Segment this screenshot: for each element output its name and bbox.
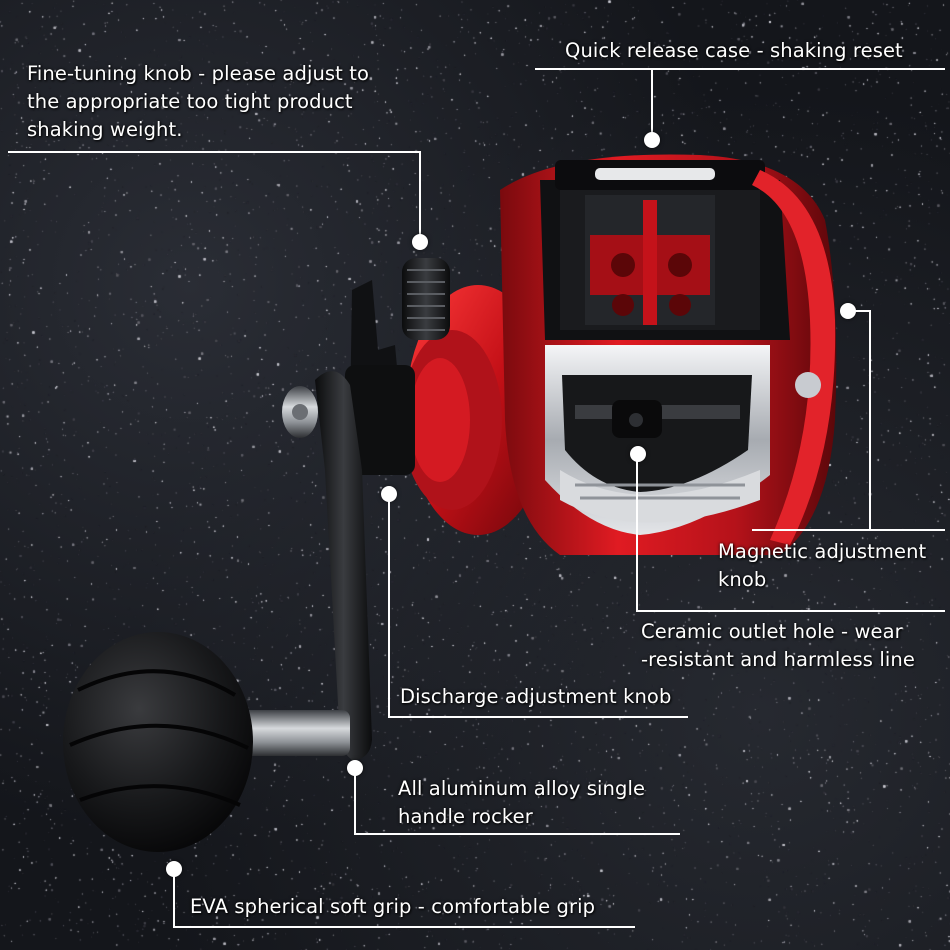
drag-and-hub [282, 280, 415, 475]
discharge-label: Discharge adjustment knob [400, 683, 671, 711]
quick-release-leader-v [651, 68, 653, 141]
magnetic-label: Magnetic adjustment knob [718, 538, 926, 594]
fine-tuning-label-line-2: the appropriate too tight product [27, 90, 353, 113]
discharge-leader-v [388, 494, 390, 717]
quick-release-label-line-1: Quick release case - shaking reset [565, 39, 903, 62]
quick-release-leader-h [535, 68, 945, 70]
fine-tuning-knob [402, 258, 450, 340]
fine-tuning-label-line-3: shaking weight. [27, 118, 183, 141]
ceramic-label-line-2: -resistant and harmless line [641, 648, 915, 671]
aluminum-leader-v [354, 768, 356, 834]
eva-leader-v [173, 869, 175, 927]
aluminum-label: All aluminum alloy single handle rocker [398, 775, 645, 831]
ceramic-leader-h [636, 610, 945, 612]
fine-tuning-leader-h [8, 151, 420, 153]
level-wind-guard [545, 345, 821, 535]
handle-shaft [230, 710, 350, 756]
quick-release-label: Quick release case - shaking reset [565, 37, 903, 65]
handle-arm [315, 371, 372, 760]
aluminum-label-line-1: All aluminum alloy single [398, 777, 646, 800]
ceramic-label-line-1: Ceramic outlet hole - wear [641, 620, 903, 643]
magnetic-label-line-1: Magnetic adjustment [718, 540, 927, 563]
fine-tuning-label: Fine-tuning knob - please adjust to the … [27, 60, 369, 144]
eva-grip [63, 632, 253, 852]
ceramic-label: Ceramic outlet hole - wear -resistant an… [641, 618, 915, 674]
magnetic-leader-v [869, 310, 871, 530]
magnetic-label-line-2: knob [718, 568, 767, 591]
aluminum-label-line-2: handle rocker [398, 805, 533, 828]
eva-leader-h [173, 926, 635, 928]
aluminum-leader-h [354, 833, 680, 835]
quick-release-marker-dot [644, 132, 660, 148]
magnetic-leader-stub [848, 310, 870, 312]
fine-tuning-leader-v [419, 151, 421, 243]
ceramic-leader-v [636, 454, 638, 611]
ceramic-marker-dot [630, 446, 646, 462]
fine-tuning-marker-dot [412, 234, 428, 250]
reel-frame [500, 154, 837, 555]
discharge-leader-h [388, 716, 688, 718]
eva-label: EVA spherical soft grip - comfortable gr… [190, 893, 595, 921]
eva-label-line-1: EVA spherical soft grip - comfortable gr… [190, 895, 596, 918]
magnetic-leader-h [752, 529, 945, 531]
fine-tuning-label-line-1: Fine-tuning knob - please adjust to [27, 62, 369, 85]
discharge-label-line-1: Discharge adjustment knob [400, 685, 672, 708]
